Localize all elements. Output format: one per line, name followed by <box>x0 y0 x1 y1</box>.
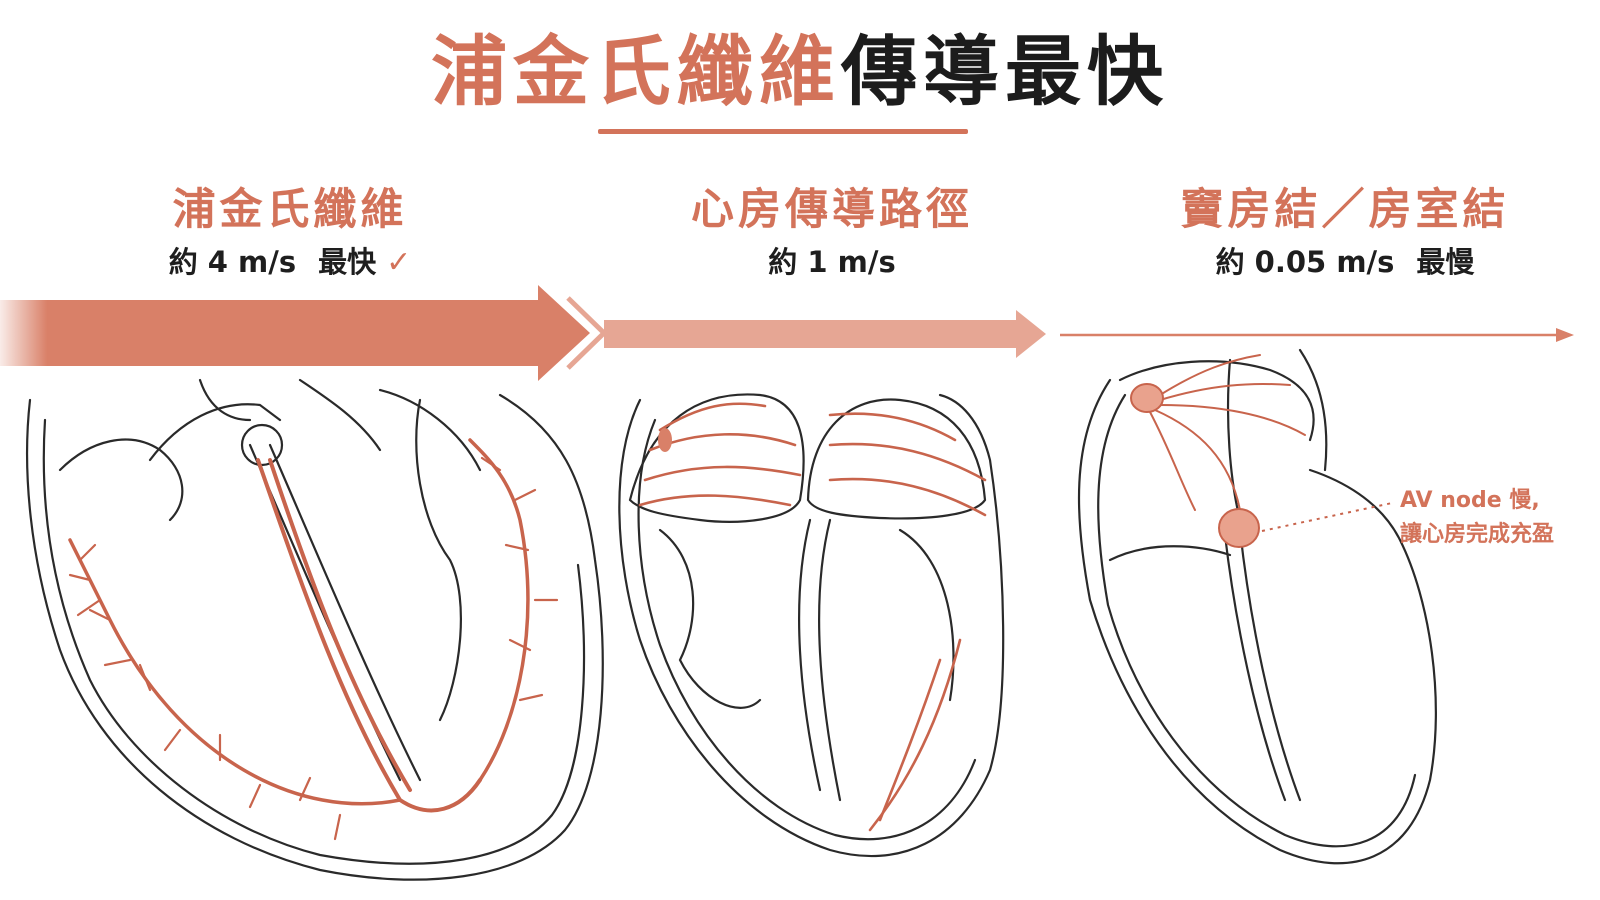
panel-node-header: 竇房結／房室結 約 0.05 m/s 最慢 <box>1105 182 1585 282</box>
panel-node-speed: 約 0.05 m/s 最慢 <box>1105 242 1585 282</box>
node-speed-tag: 最慢 <box>1416 245 1475 279</box>
title-underline <box>598 129 968 134</box>
av-node <box>1218 508 1260 548</box>
heart-atrial <box>618 393 1005 858</box>
annotation-leader <box>1261 502 1393 532</box>
node-radiation <box>1149 354 1306 511</box>
atrial-speed-value: 約 1 m/s <box>768 245 896 279</box>
thick-arrow <box>0 285 590 381</box>
node-speed-value: 約 0.05 m/s <box>1215 245 1395 279</box>
annotation-line-1: AV node 慢, <box>1400 488 1540 513</box>
page-title: 浦金氏纖維傳導最快 <box>0 22 1600 122</box>
sa-node <box>1130 383 1164 413</box>
check-icon: ✓ <box>386 245 412 280</box>
medium-arrow <box>604 310 1046 358</box>
panel-node-name: 竇房結／房室結 <box>1180 185 1510 235</box>
av-node-annotation: AV node 慢, 讓心房完成充盈 <box>1400 484 1590 552</box>
panel-atrial-speed: 約 1 m/s <box>622 242 1042 282</box>
speed-arrows <box>0 285 1574 381</box>
panel-purkinje-name: 浦金氏纖維 <box>172 185 408 235</box>
heart-nodes <box>1077 348 1437 865</box>
purkinje-speed-tag: 最快 <box>318 245 377 279</box>
panel-atrial-name: 心房傳導路徑 <box>691 185 973 235</box>
panel-purkinje-speed: 約 4 m/s 最快 ✓ <box>80 242 500 283</box>
purkinje-fibers <box>68 438 559 841</box>
title-accent-text: 浦金氏纖維 <box>431 27 841 116</box>
panel-atrial-header: 心房傳導路徑 約 1 m/s <box>622 182 1042 282</box>
purkinje-speed-value: 約 4 m/s <box>168 245 297 279</box>
panel-purkinje-header: 浦金氏纖維 約 4 m/s 最快 ✓ <box>80 182 500 283</box>
atrial-arrows <box>638 402 987 832</box>
annotation-line-2: 讓心房完成充盈 <box>1400 522 1555 547</box>
title-dark-text: 傳導最快 <box>841 27 1169 116</box>
thin-arrow-head <box>1556 328 1574 342</box>
